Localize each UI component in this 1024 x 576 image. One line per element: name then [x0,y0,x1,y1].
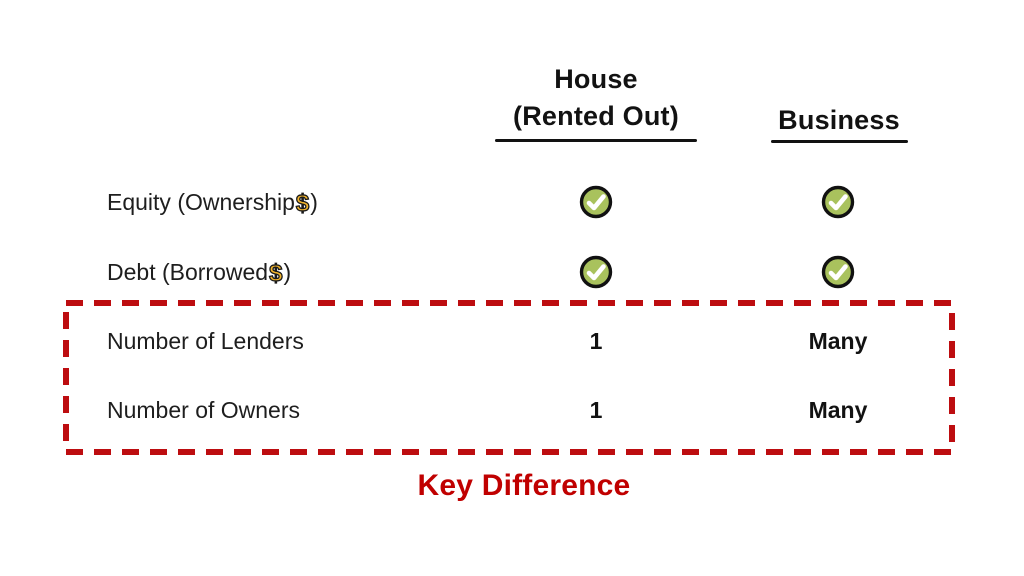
row-label-lenders: Number of Lenders [107,328,304,354]
house-header-underline [495,139,697,142]
row-label-debt-close: ) [283,259,292,285]
row-label-equity: Equity (Ownership$) [107,184,318,220]
cell-lenders-house: 1 [589,328,603,354]
business-header-underline [771,140,908,143]
column-header-house-line2: (Rented Out) [513,101,679,131]
column-header-house: House (Rented Out) [446,61,746,135]
key-difference-caption: Key Difference [417,469,631,502]
column-header-business-line1: Business [778,105,900,135]
column-header-business: Business [739,102,939,139]
cell-equity-house [536,184,656,220]
row-label-debt: Debt (Borrowed$) [107,254,291,290]
check-icon [579,185,613,219]
cell-lenders-business: Many [808,328,868,354]
cell-debt-house [536,254,656,290]
row-label-debt-text: Debt (Borrowed [107,259,269,285]
row-label-owners: Number of Owners [107,397,301,423]
check-icon [579,255,613,289]
check-icon [821,185,855,219]
cell-owners-house: 1 [589,397,603,423]
cell-owners-business: Many [808,397,868,423]
dollar-icon: $ [268,259,283,287]
cell-debt-business [778,254,898,290]
dollar-icon: $ [295,189,310,217]
row-label-equity-text: Equity (Ownership [107,189,295,215]
column-header-house-line1: House [554,64,638,94]
cell-equity-business [778,184,898,220]
check-icon [821,255,855,289]
row-label-equity-close: ) [310,189,318,215]
